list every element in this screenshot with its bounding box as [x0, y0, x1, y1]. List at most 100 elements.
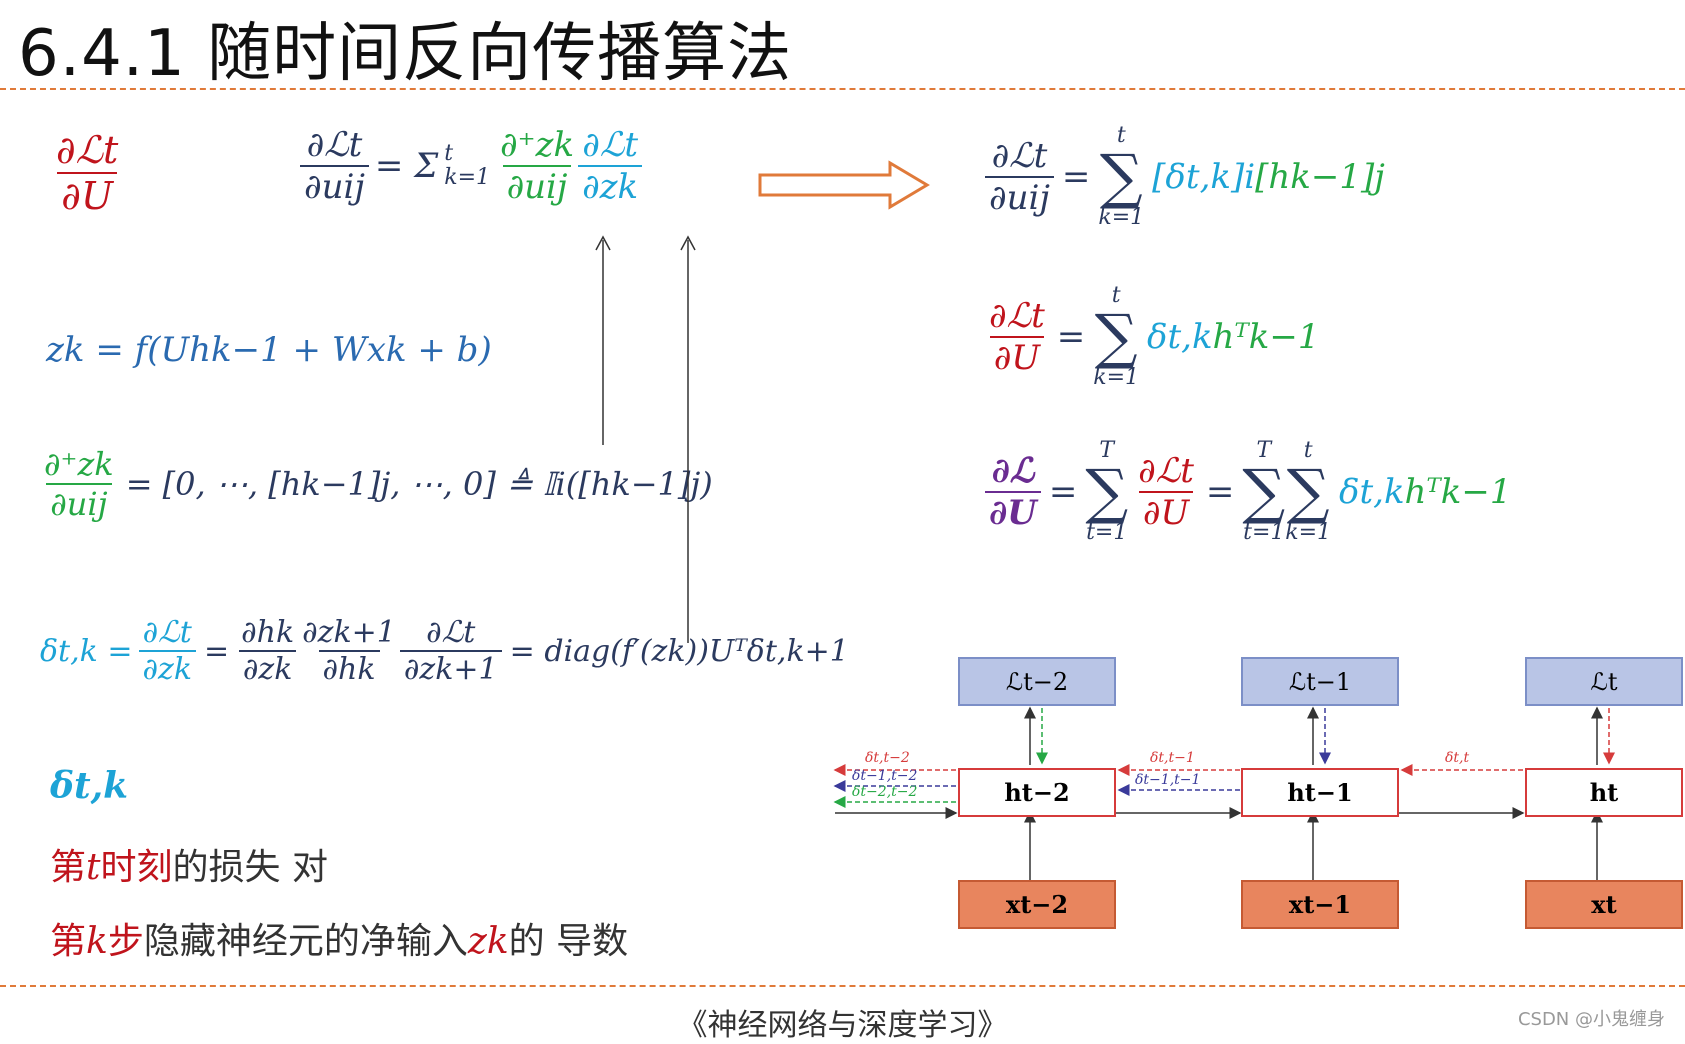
sum-sub: k=1	[1093, 365, 1139, 390]
frac-den: ∂zk	[238, 650, 297, 687]
sigma-icon: ∑	[1094, 302, 1138, 372]
top-divider	[0, 88, 1685, 90]
formula-r1: ∂ℒt ∂uij = t ∑ k=1 [δt,k]i [hk−1]j	[985, 125, 1385, 229]
desc-text: 的损失 对	[172, 847, 328, 888]
equals: =	[1061, 157, 1091, 197]
sum-sub: k=1	[1098, 205, 1145, 230]
input-node-t-2: xt−2	[958, 880, 1116, 929]
desc-text: 时刻	[100, 847, 173, 888]
term: [δt,k]i	[1152, 157, 1256, 197]
loss-node-t-1: ℒt−1	[1241, 657, 1399, 706]
delta-label: δt−1,t−2	[852, 768, 918, 784]
desc-text: 的 导数	[508, 921, 629, 962]
sum-sign: = Σ	[374, 146, 439, 186]
frac-num: ∂hk	[241, 615, 295, 650]
sum-sub: t=1	[1243, 520, 1285, 545]
sum-sup: T	[1256, 438, 1272, 463]
delta-label: δt−2,t−2	[852, 784, 918, 800]
sum-sup: t	[1116, 123, 1126, 148]
frac-num: ∂ℒt	[426, 615, 476, 650]
sum-sup: T	[1099, 438, 1115, 463]
frac-num: ∂ℒt	[1138, 451, 1194, 491]
formula-delta: δt,k = ∂ℒt ∂zk = ∂hk ∂zk ∂zk+1 ∂hk ∂ℒt ∂…	[40, 615, 849, 687]
frac-num: ∂⁺zk	[44, 445, 114, 483]
sum-sup: t	[1111, 283, 1121, 308]
sum-sup: t	[444, 140, 454, 166]
frac-den: ∂zk	[138, 650, 197, 687]
formula-dL-duij: ∂ℒt ∂uij = Σ t k=1 ∂⁺zk ∂uij ∂ℒt ∂zk	[300, 125, 643, 207]
loss-node-t-2: ℒt−2	[958, 657, 1116, 706]
frac-den: ∂uij	[502, 165, 572, 207]
sigma-icon: ∑	[1099, 142, 1143, 212]
frac-num: ∂ℒt	[989, 296, 1045, 336]
desc-var: zk	[467, 921, 509, 962]
sigma-icon: ∑	[1286, 457, 1330, 527]
frac-den: ∂U	[57, 172, 117, 218]
frac-den: ∂U	[989, 336, 1044, 378]
hidden-node-t: ht	[1525, 768, 1683, 817]
term: hᵀk−1	[1404, 472, 1512, 512]
frac-num: ∂ℒt	[582, 125, 638, 165]
frac-num: ∂ℒt	[142, 615, 192, 650]
formula-dL-dU: ∂ℒt ∂U	[52, 128, 122, 218]
footer-book-title: 《神经网络与深度学习》	[677, 1008, 1008, 1043]
description-line-2: 第k步隐藏神经元的净输入zk的 导数	[50, 912, 628, 964]
equals: =	[1056, 317, 1086, 357]
desc-var: t	[86, 847, 101, 888]
page-title: 6.4.1 随时间反向传播算法	[18, 17, 793, 91]
bottom-divider	[0, 985, 1685, 987]
sigma-icon: ∑	[1085, 457, 1129, 527]
delta-label: δt,k	[50, 765, 129, 807]
term: δt,k	[1147, 317, 1213, 357]
input-node-t: xt	[1525, 880, 1683, 929]
sum-sup: t	[1303, 438, 1313, 463]
input-node-t-1: xt−1	[1241, 880, 1399, 929]
desc-text: 步	[107, 921, 144, 962]
term: [hk−1]j	[1255, 157, 1385, 197]
rnn-diagram: ℒt−2 ℒt−1 ℒt ht−2 ht−1 ht xt−2 xt−1 xt δ…	[830, 650, 1685, 940]
frac-den: ∂uij	[300, 165, 369, 207]
equals: =	[1205, 472, 1235, 512]
sum-sub: t=1	[1086, 520, 1128, 545]
delta-label: δt,t−1	[1150, 750, 1195, 766]
delta-rhs: = diag(f′(zk))Uᵀδt,k+1	[509, 633, 849, 669]
equals: =	[204, 633, 230, 669]
desc-text: 第	[50, 921, 87, 962]
frac-den: ∂zk	[578, 165, 643, 207]
diagram-connectors	[833, 706, 1615, 880]
formula-r2: ∂ℒt ∂U = t ∑ k=1 δt,k hᵀk−1	[985, 285, 1319, 389]
delta-label: δt−1,t−1	[1135, 772, 1201, 788]
sigma-icon: ∑	[1242, 457, 1286, 527]
frac-num: ∂zk+1	[302, 615, 396, 650]
frac-num: ∂ℒ	[991, 451, 1035, 491]
desc-text: 第	[50, 847, 87, 888]
frac-num: ∂⁺zk	[500, 125, 575, 165]
sum-sub: k=1	[1285, 520, 1331, 545]
formula-dzk-duij: ∂⁺zk ∂uij = [0, ⋯, [hk−1]j, ⋯, 0] ≜ 𝕀i([…	[40, 445, 713, 523]
frac-den: ∂hk	[318, 650, 380, 687]
frac-num: ∂ℒt	[991, 136, 1048, 176]
term: hᵀk−1	[1212, 317, 1320, 357]
frac-den: ∂uij	[985, 176, 1054, 218]
hidden-node-t-2: ht−2	[958, 768, 1116, 817]
pointer-arrows	[595, 235, 696, 643]
frac-den: ∂U	[985, 491, 1041, 533]
frac-num: ∂ℒt	[56, 128, 119, 172]
hidden-node-t-1: ht−1	[1241, 768, 1399, 817]
frac-num: ∂ℒt	[306, 125, 363, 165]
delta-lhs: δt,k =	[40, 633, 133, 669]
frac-den: ∂uij	[46, 483, 112, 523]
frac-den: ∂zk+1	[399, 650, 502, 687]
implies-arrow	[758, 160, 930, 210]
sum-sub: k=1	[444, 165, 491, 190]
description-line-1: 第t时刻的损失 对	[50, 838, 328, 890]
equals: =	[1048, 472, 1078, 512]
delta-label: δt,t	[1445, 750, 1470, 766]
formula-zk: zk = f(Uhk−1 + Wxk + b)	[46, 330, 492, 370]
desc-var: k	[86, 921, 108, 962]
loss-node-t: ℒt	[1525, 657, 1683, 706]
desc-text: 隐藏神经元的净输入	[143, 921, 468, 962]
dzk-rhs: = [0, ⋯, [hk−1]j, ⋯, 0] ≜ 𝕀i([hk−1]j)	[125, 465, 713, 503]
delta-label: δt,t−2	[865, 750, 910, 766]
term: δt,k	[1339, 472, 1405, 512]
